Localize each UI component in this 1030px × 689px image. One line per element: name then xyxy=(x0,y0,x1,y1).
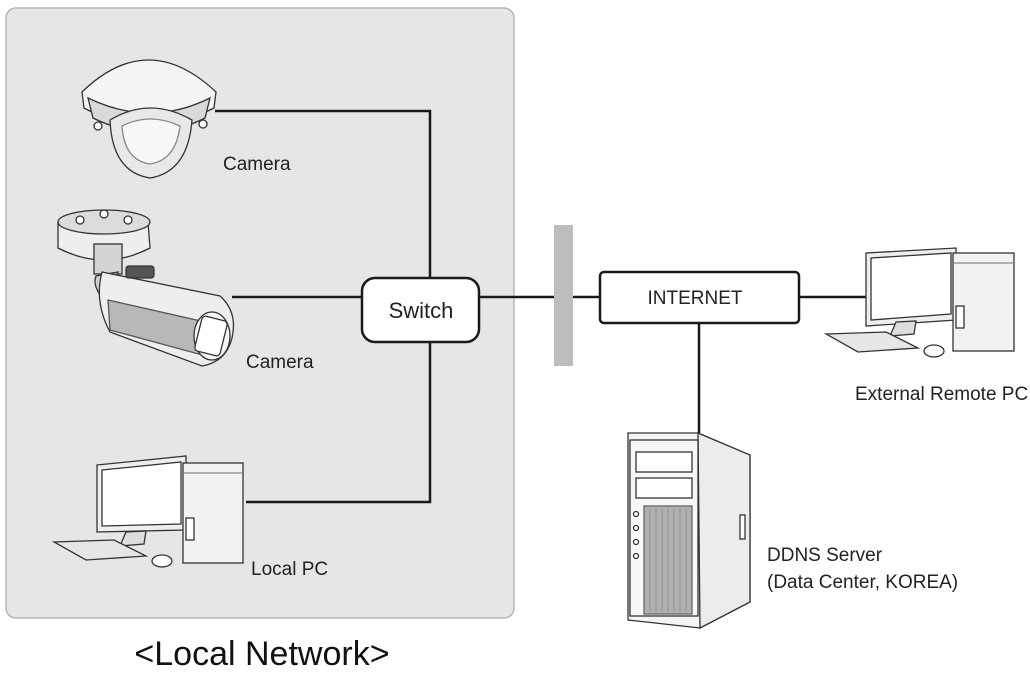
internet-label: INTERNET xyxy=(648,288,743,309)
link-local-pc xyxy=(246,342,432,504)
dome-camera-icon xyxy=(81,59,217,179)
internet-box xyxy=(598,270,801,325)
external-pc-label: External Remote PC xyxy=(855,384,1028,405)
switch-label: Switch xyxy=(389,298,454,323)
switch-box xyxy=(360,276,481,344)
camera-bullet-label: Camera xyxy=(246,352,314,373)
switch-node: Switch xyxy=(360,276,481,344)
bullet-camera-icon xyxy=(57,209,235,367)
connection-lines xyxy=(215,109,866,504)
local-network-title: <Local Network> xyxy=(134,635,389,673)
server-vent-lines xyxy=(649,508,687,612)
ddns-server-icon xyxy=(627,432,751,630)
internet-node: INTERNET xyxy=(598,270,801,325)
external-pc-icon xyxy=(823,247,1015,358)
local-pc-icon xyxy=(51,455,244,568)
local-pc-label: Local PC xyxy=(251,559,328,580)
ddns-server-label-line2: (Data Center, KOREA) xyxy=(767,572,958,593)
camera-dome-label: Camera xyxy=(223,154,291,175)
link-dome-camera xyxy=(215,109,432,278)
ddns-server-label-line1: DDNS Server xyxy=(767,545,883,566)
firewall-icon xyxy=(554,225,573,366)
